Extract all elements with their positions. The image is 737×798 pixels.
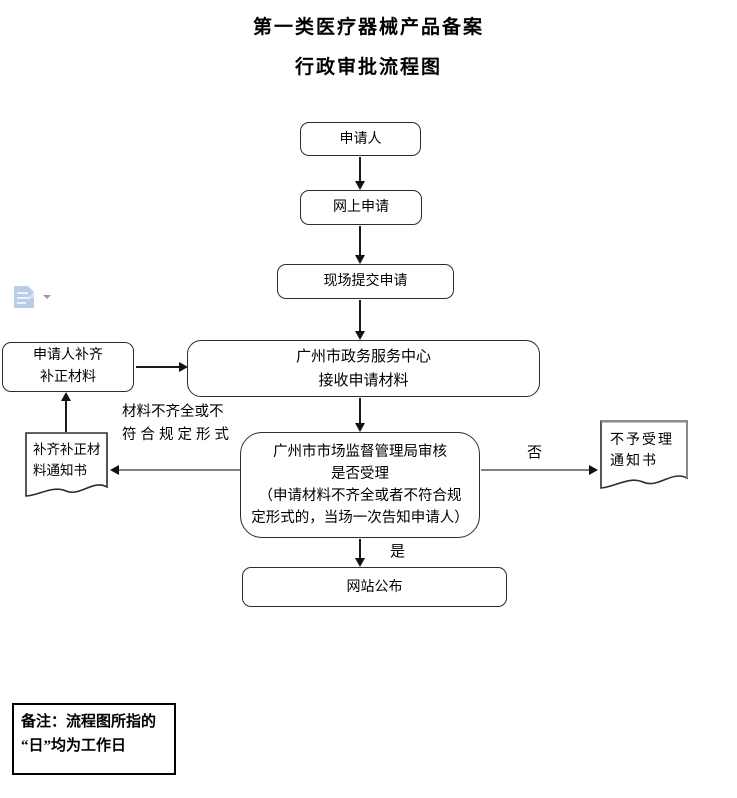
page-fold-icon [28, 286, 34, 298]
clipboard-icon [14, 286, 34, 308]
node-applicant-supplement: 申请人补齐 补正材料 [2, 342, 134, 392]
label-line2: 符合规定形式 [122, 427, 233, 443]
node-label: 网上申请 [333, 200, 389, 215]
doc-line1: 补齐补正材 [33, 442, 101, 457]
node-service-center: 广州市政务服务中心 接收申请材料 [187, 340, 540, 397]
label-yes: 是 [390, 544, 406, 560]
document-shape-icon [600, 420, 688, 489]
node-label-line1: 广州市市场监督管理局审核 [273, 444, 447, 460]
document-shape-icon [25, 432, 108, 497]
node-review-decision: 广州市市场监督管理局审核 是否受理 （申请材料不齐全或者不符合规 定形式的，当场… [240, 432, 480, 538]
doc-line1: 不予受理 [610, 433, 674, 448]
note-line2: “日”均为工作日 [21, 738, 127, 754]
label-incomplete-materials: 材料不齐全或不 符合规定形式 [122, 401, 233, 447]
node-label-line2: 补正材料 [40, 370, 96, 385]
node-label: 现场提交申请 [323, 274, 408, 289]
doc-line2: 料通知书 [33, 463, 87, 478]
doc-line2: 通知书 [610, 454, 658, 469]
node-applicant: 申请人 [300, 122, 421, 156]
node-website-publish: 网站公布 [242, 567, 507, 607]
node-onsite-submission: 现场提交申请 [277, 264, 454, 299]
label-line1: 材料不齐全或不 [122, 404, 224, 420]
node-label: 申请人 [339, 131, 382, 147]
chevron-down-icon [43, 295, 51, 299]
node-label-line2: 接收申请材料 [318, 372, 409, 389]
node-label-line3: （申请材料不齐全或者不符合规 [258, 488, 462, 504]
doc-text: 补齐补正材 料通知书 [25, 432, 108, 481]
paste-options-button[interactable] [13, 285, 51, 309]
page-subtitle: 行政审批流程图 [294, 57, 442, 78]
note-box: 备注：流程图所指的 “日”均为工作日 [12, 703, 176, 775]
node-label: 网站公布 [346, 579, 403, 595]
node-label-line2: 是否受理 [331, 466, 389, 482]
note-line1: 备注：流程图所指的 [21, 714, 157, 730]
node-label-line1: 广州市政务服务中心 [295, 348, 431, 365]
page-title: 第一类医疗器械产品备案 [252, 17, 484, 38]
node-label-line4: 定形式的，当场一次告知申请人） [251, 510, 469, 526]
node-online-application: 网上申请 [300, 190, 422, 225]
node-label-line1: 申请人补齐 [33, 348, 103, 363]
label-no: 否 [527, 445, 543, 461]
doc-supplement-notice: 补齐补正材 料通知书 [25, 432, 108, 502]
doc-text: 不予受理 通知书 [600, 420, 688, 472]
doc-reject-notice: 不予受理 通知书 [600, 420, 688, 494]
